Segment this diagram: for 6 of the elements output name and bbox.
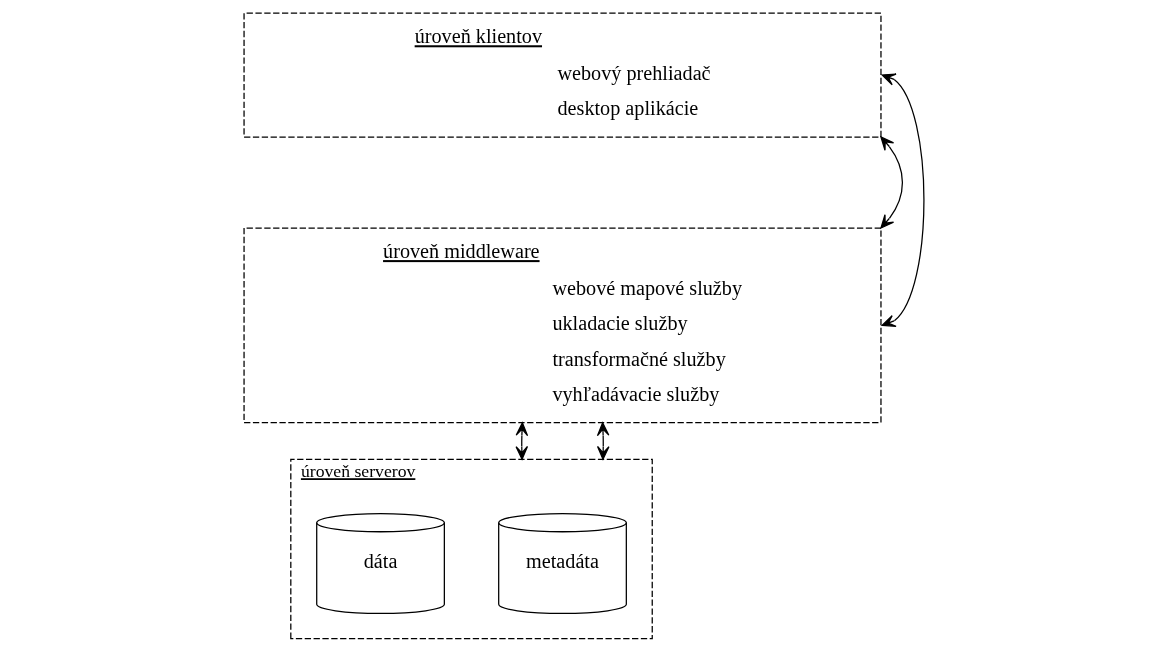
node-box: úroveň middleware webové mapové služby ukladacie služby transformačné služby vyhľadávacie služby <box>242 227 882 424</box>
arrow <box>514 422 528 460</box>
arrow <box>881 73 925 327</box>
arrow <box>596 422 610 460</box>
arrow <box>879 136 903 229</box>
node-box: úroveň klientov webový prehliadač desktop aplikácie <box>242 12 882 138</box>
